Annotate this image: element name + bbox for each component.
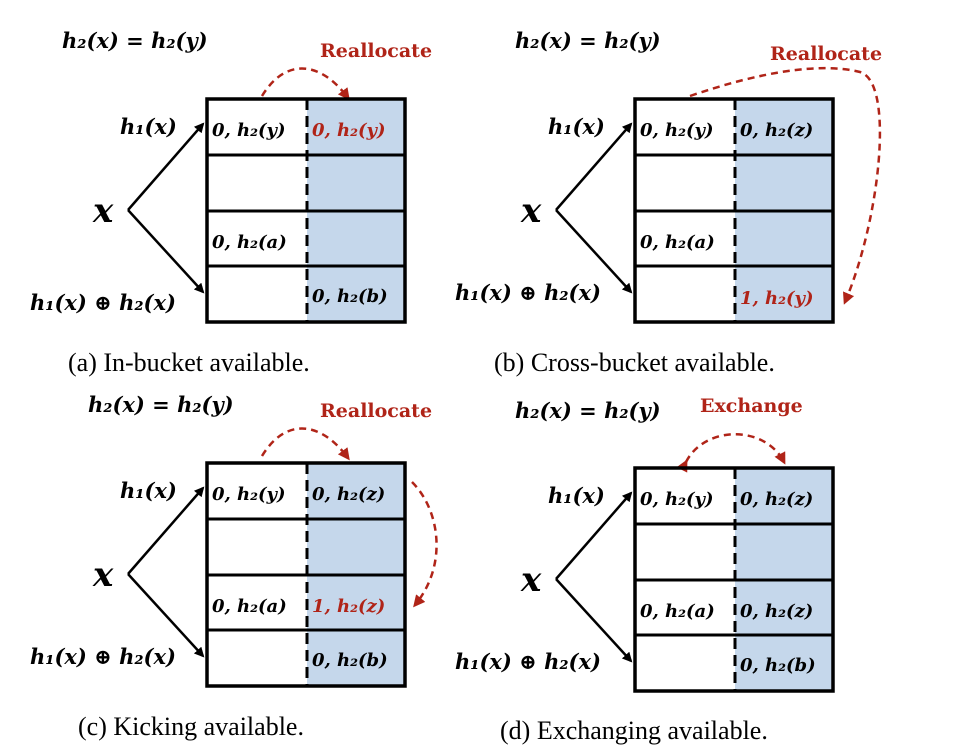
x-label: x bbox=[92, 191, 114, 231]
cell-r1-c2: 0, h₂(z) bbox=[312, 484, 385, 505]
caption: (b) Cross-bucket available. bbox=[494, 348, 775, 377]
reallocate-arrow bbox=[260, 67, 350, 101]
panel-a: h₂(x) = h₂(y) Reallocate 0, h₂(y) 0, h₂(… bbox=[30, 28, 432, 377]
exchange-arrow bbox=[676, 433, 786, 473]
panel-d: h₂(x) = h₂(y) Exchange 0, h₂(y) 0, h₂(z)… bbox=[455, 395, 835, 745]
condition-label: h₂(x) = h₂(y) bbox=[515, 28, 661, 53]
cell-r1-c2: 0, h₂(y) bbox=[312, 120, 386, 141]
condition-label: h₂(x) = h₂(y) bbox=[515, 398, 661, 423]
reallocate-arrow bbox=[260, 427, 350, 461]
panel-c: h₂(x) = h₂(y) Reallocate 0, h₂(y) 0, h₂(… bbox=[30, 392, 438, 741]
cell-r1-c1: 0, h₂(y) bbox=[212, 120, 286, 141]
cell-r1-c1: 0, h₂(y) bbox=[640, 489, 714, 510]
h1-label: h₁(x) bbox=[548, 483, 605, 508]
x-label: x bbox=[92, 555, 114, 595]
action-label: Exchange bbox=[700, 395, 803, 417]
cell-r3-c1: 0, h₂(a) bbox=[640, 232, 715, 253]
cell-r1-c1: 0, h₂(y) bbox=[640, 120, 714, 141]
action-label: Reallocate bbox=[320, 40, 432, 62]
cell-r4-c2: 1, h₂(y) bbox=[740, 288, 814, 309]
h1-xor-label: h₁(x) ⊕ h₂(x) bbox=[30, 644, 176, 669]
h1-label: h₁(x) bbox=[120, 114, 177, 139]
panel-b: h₂(x) = h₂(y) Reallocate 0, h₂(y) 0, h₂(… bbox=[455, 28, 882, 377]
action-label: Reallocate bbox=[770, 43, 882, 65]
cell-r3-c1: 0, h₂(a) bbox=[212, 596, 287, 617]
cell-r3-c1: 0, h₂(a) bbox=[212, 232, 287, 253]
h1-xor-label: h₁(x) ⊕ h₂(x) bbox=[30, 290, 176, 315]
cell-r3-c1: 0, h₂(a) bbox=[640, 601, 715, 622]
cell-r1-c1: 0, h₂(y) bbox=[212, 484, 286, 505]
h1-xor-label: h₁(x) ⊕ h₂(x) bbox=[455, 649, 601, 674]
h1-xor-label: h₁(x) ⊕ h₂(x) bbox=[455, 280, 601, 305]
action-label: Reallocate bbox=[320, 400, 432, 422]
caption: (c) Kicking available. bbox=[78, 712, 304, 741]
x-label: x bbox=[520, 191, 542, 231]
h1-label: h₁(x) bbox=[548, 114, 605, 139]
condition-label: h₂(x) = h₂(y) bbox=[62, 28, 208, 53]
cell-r1-c2: 0, h₂(z) bbox=[740, 120, 813, 141]
cell-r3-c2: 1, h₂(z) bbox=[312, 596, 385, 617]
caption: (d) Exchanging available. bbox=[500, 716, 768, 745]
kick-arrow bbox=[411, 481, 438, 608]
h1-label: h₁(x) bbox=[120, 478, 177, 503]
cell-r4-c2: 0, h₂(b) bbox=[312, 650, 388, 671]
cell-r4-c2: 0, h₂(b) bbox=[740, 655, 816, 676]
cell-r4-c2: 0, h₂(b) bbox=[312, 286, 388, 307]
condition-label: h₂(x) = h₂(y) bbox=[88, 392, 234, 417]
caption: (a) In-bucket available. bbox=[68, 348, 310, 377]
cell-r1-c2: 0, h₂(z) bbox=[740, 489, 813, 510]
cell-r3-c2: 0, h₂(z) bbox=[740, 601, 813, 622]
x-label: x bbox=[520, 560, 542, 600]
